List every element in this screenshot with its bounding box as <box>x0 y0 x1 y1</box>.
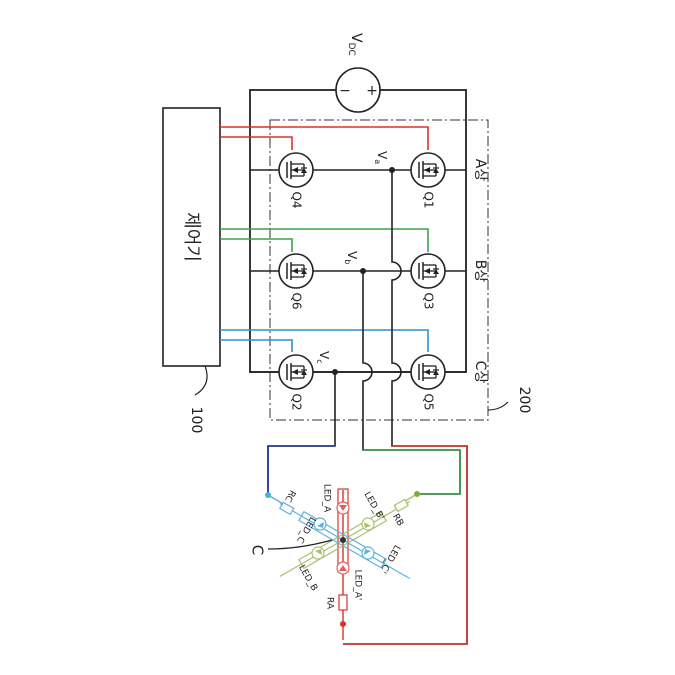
terminal-a <box>340 621 346 627</box>
label-q4: Q4 <box>290 191 304 208</box>
transistor-q6 <box>278 253 314 289</box>
bridge-ref: 200 <box>516 387 532 414</box>
svg-text:Vc: Vc <box>315 351 331 364</box>
label-led-c: LED_C <box>294 515 317 545</box>
resistor-rb <box>393 498 410 513</box>
dc-supply-label: V <box>348 33 364 43</box>
node-va-label: V <box>375 151 389 160</box>
node-vc-wire <box>267 372 336 495</box>
transistor-q5 <box>410 354 446 390</box>
label-q3: Q3 <box>422 292 436 309</box>
label-rc: RC <box>282 488 297 503</box>
gate-wire-q5 <box>220 329 429 352</box>
label-q5: Q5 <box>422 393 436 410</box>
output-wire-a <box>343 445 468 645</box>
label-q6: Q6 <box>290 292 304 309</box>
label-led-a-prime: LED_A' <box>353 570 363 601</box>
phase-c-label: C상 <box>472 361 488 384</box>
node-va-sub: a <box>373 159 382 164</box>
transistor-q2 <box>278 354 314 390</box>
resistor-ra <box>338 594 348 611</box>
controller-label: 제어기 <box>181 212 202 262</box>
label-led-a: LED_A <box>322 484 332 513</box>
label-q1: Q1 <box>422 191 436 208</box>
output-wire-c <box>267 445 335 495</box>
led-a-prime-icon <box>336 561 350 575</box>
label-led-b: LED_B <box>296 563 319 593</box>
dc-supply-plus: + <box>366 83 378 99</box>
terminal-b <box>414 491 420 497</box>
node-vb-label: V <box>345 251 359 260</box>
output-wire-b <box>363 449 461 495</box>
controller-box <box>162 107 221 367</box>
bridge-boundary <box>269 119 489 421</box>
led-module-leader <box>267 539 333 550</box>
node-vb-wire <box>362 271 461 495</box>
gate-wire-q3 <box>220 228 429 252</box>
dc-supply-sub: DC <box>346 43 356 56</box>
phase-a-label: A상 <box>472 159 488 182</box>
controller-ref: 100 <box>188 407 204 434</box>
svg-text:Vb: Vb <box>343 251 359 264</box>
led-c-prime-icon <box>361 546 375 560</box>
node-vc-sub: c <box>315 359 324 363</box>
dc-supply-source <box>335 67 381 113</box>
label-ra: RA <box>325 597 335 610</box>
node-va-wire <box>343 170 468 645</box>
bridge-ref-leader <box>487 401 509 411</box>
label-q2: Q2 <box>290 393 304 410</box>
phase-b-label: B상 <box>472 260 488 283</box>
svg-text:Va: Va <box>373 151 389 164</box>
terminal-c <box>265 492 271 498</box>
svg-text:VDC: VDC <box>346 33 364 56</box>
gate-wire-q2 <box>220 339 293 352</box>
led-b-icon <box>311 546 325 560</box>
led-a-icon <box>336 501 350 515</box>
transistor-q4 <box>278 152 314 188</box>
gate-wire-q4 <box>220 136 293 150</box>
transistor-q3 <box>410 253 446 289</box>
resistor-rc <box>278 501 295 516</box>
label-rb: RB <box>390 512 405 528</box>
label-led-b-prime: LED_B' <box>362 490 386 522</box>
gate-wire-q6 <box>220 238 293 252</box>
led-common-node <box>340 537 346 543</box>
led-c-icon <box>313 517 327 531</box>
led-b-prime-icon <box>361 517 375 531</box>
led-module-label: C <box>249 545 267 555</box>
label-led-c-prime: LED_C' <box>378 543 402 575</box>
node-vc-label: V <box>317 351 331 360</box>
node-vb-sub: b <box>343 259 352 264</box>
dc-supply-minus: − <box>339 83 351 99</box>
transistor-q1 <box>410 152 446 188</box>
gate-wire-q1 <box>220 126 429 150</box>
controller-ref-leader <box>194 365 208 396</box>
